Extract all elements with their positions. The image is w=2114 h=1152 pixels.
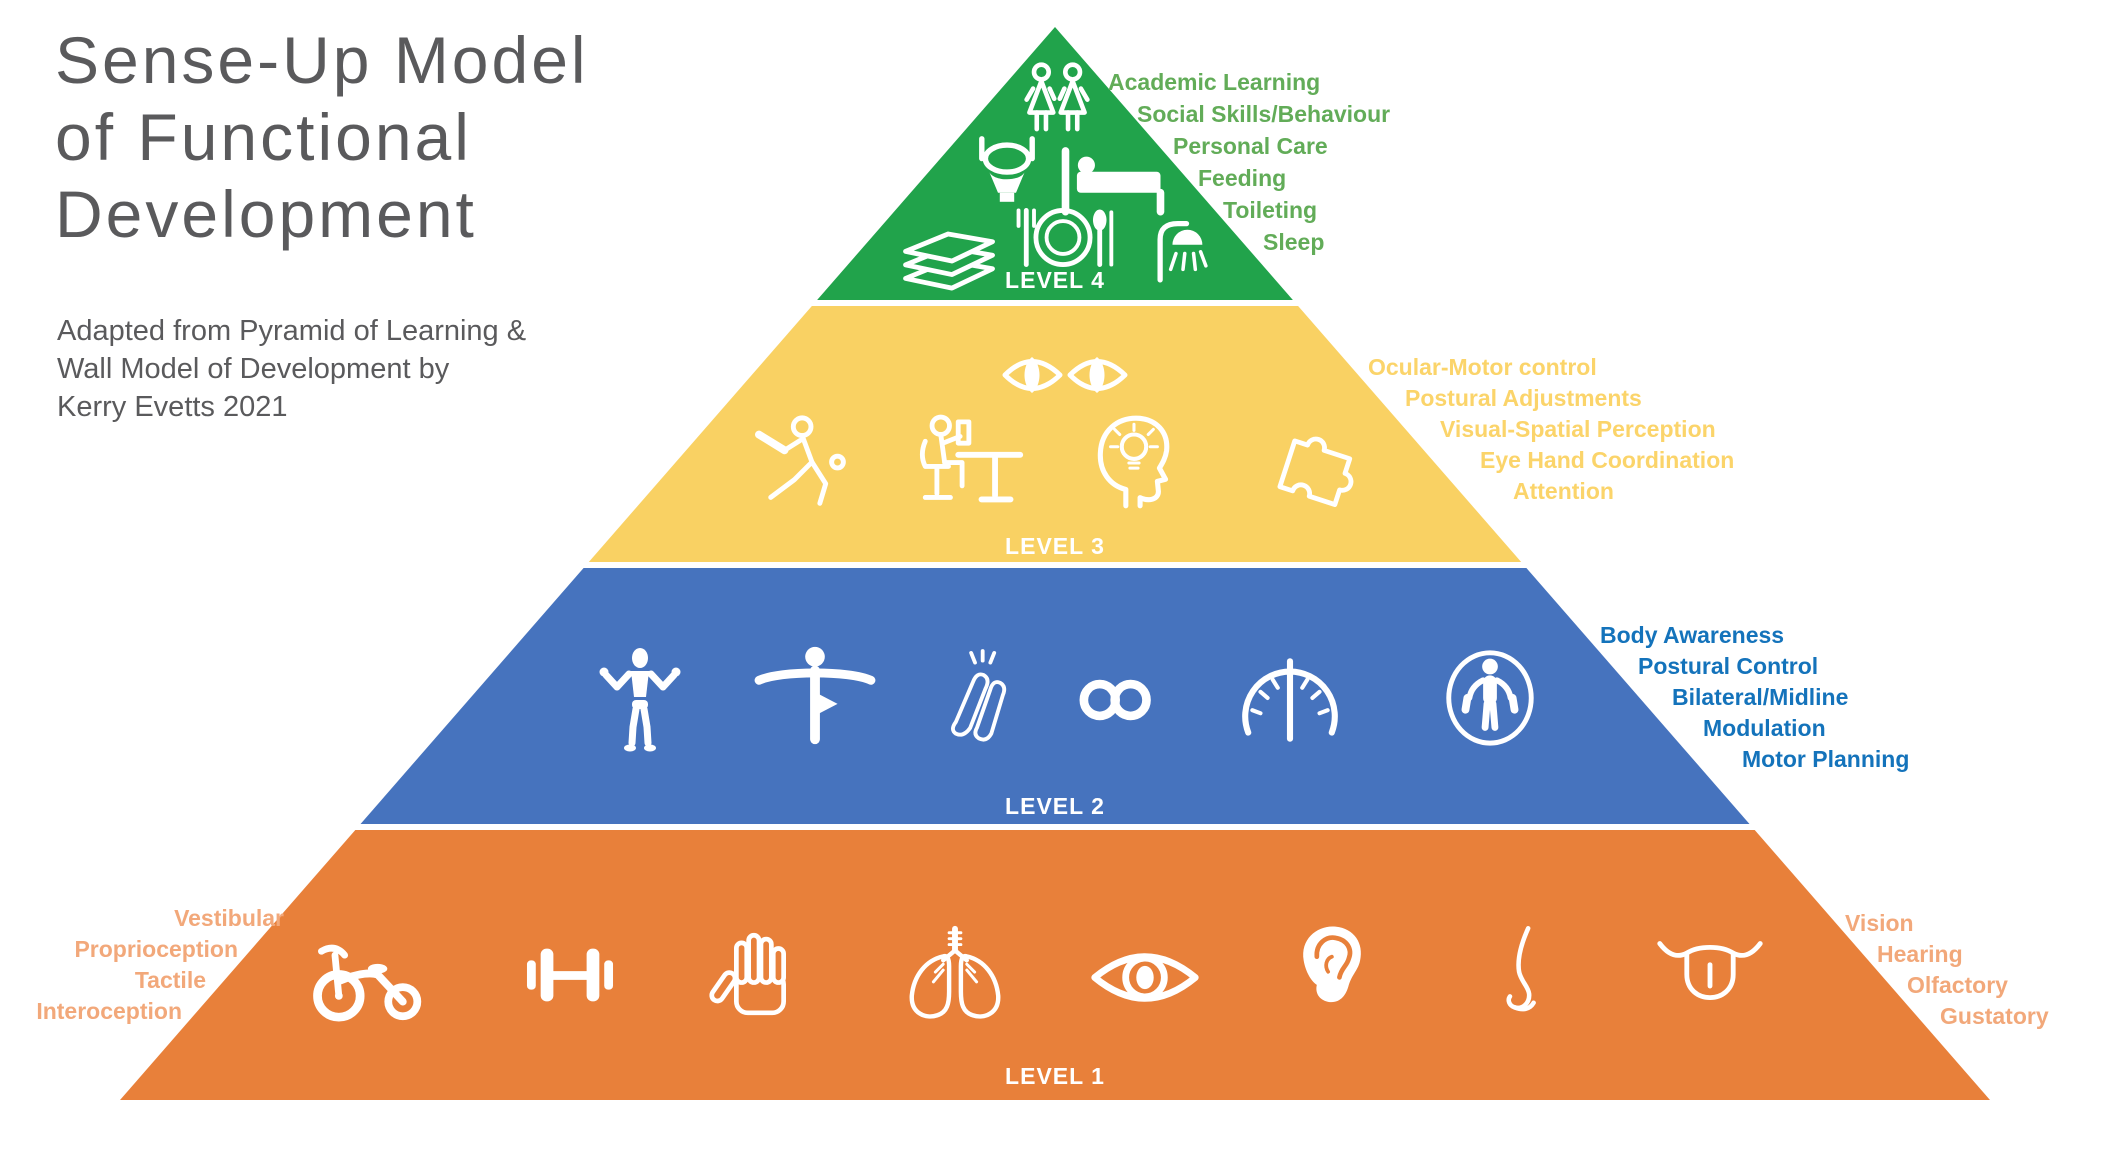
- level4-label: Academic Learning: [1108, 69, 1321, 95]
- page-subtitle: Adapted from Pyramid of Learning & Wall …: [57, 312, 526, 426]
- level1-band: [120, 830, 1990, 1100]
- two-children-icon: [1024, 62, 1090, 132]
- level1-labels-right: Vision Hearing Olfactory Gustatory: [1845, 908, 2049, 1032]
- level1-label: Proprioception: [74, 936, 238, 962]
- level3-label: Visual-Spatial Perception: [1440, 416, 1716, 442]
- ear-icon: [1303, 926, 1361, 1003]
- level2-label: Bilateral/Midline: [1672, 684, 1849, 710]
- level4-label: Feeding: [1198, 165, 1287, 191]
- level2-labels: Body Awareness Postural Control Bilatera…: [1600, 620, 1909, 775]
- yoga-pose-icon: [754, 646, 876, 745]
- level1-label: Vision: [1845, 910, 1914, 936]
- level1-label: Tactile: [134, 967, 206, 993]
- level1-label: Hearing: [1877, 941, 1963, 967]
- infinity-icon: [1079, 679, 1151, 721]
- level4-label: Personal Care: [1173, 133, 1328, 159]
- clapping-hands-icon: [951, 649, 1007, 742]
- lungs-icon: [909, 925, 1001, 1019]
- head-lightbulb-icon: [1097, 415, 1170, 509]
- level4-labels: Academic Learning Social Skills/Behaviou…: [1108, 66, 1390, 258]
- books-icon: [903, 231, 995, 291]
- level3-label: Ocular-Motor control: [1368, 354, 1597, 380]
- level2-tag: LEVEL 2: [1005, 793, 1105, 819]
- level1-label: Vestibular: [174, 905, 284, 931]
- level2-label: Motor Planning: [1742, 746, 1910, 772]
- title-line: of Functional: [55, 100, 472, 174]
- tricycle-icon: [313, 944, 422, 1022]
- child-at-desk-icon: [919, 414, 1024, 503]
- eye-icon: [1091, 953, 1199, 1002]
- level3-labels: Ocular-Motor control Postural Adjustment…: [1368, 352, 1734, 507]
- title-line: Sense-Up Model: [55, 23, 589, 97]
- tongue-icon: [1657, 941, 1763, 1001]
- level4-label: Sleep: [1263, 229, 1325, 255]
- level1-label: Interoception: [36, 998, 182, 1024]
- subtitle-line: Kerry Evetts 2021: [57, 391, 288, 423]
- level4-tag: LEVEL 4: [1005, 267, 1105, 293]
- level1-label: Gustatory: [1940, 1003, 2049, 1029]
- page-title: Sense-Up Model of Functional Development: [55, 22, 589, 253]
- dumbbell-icon: [526, 948, 614, 1002]
- jump-rope-icon: [1446, 650, 1534, 746]
- level3-label: Postural Adjustments: [1405, 385, 1642, 411]
- toilet-icon: [979, 136, 1035, 202]
- level4-label: Social Skills/Behaviour: [1137, 101, 1391, 127]
- bed-icon: [1061, 147, 1165, 216]
- title-line: Development: [55, 177, 477, 251]
- mannequin-icon: [599, 648, 681, 752]
- level1-tag: LEVEL 1: [1005, 1063, 1105, 1089]
- nose-icon: [1506, 925, 1536, 1012]
- level2-label: Body Awareness: [1600, 622, 1785, 648]
- level3-label: Eye Hand Coordination: [1480, 447, 1735, 473]
- hand-icon: [709, 932, 787, 1016]
- level2-label: Postural Control: [1638, 653, 1819, 679]
- level1-labels-left: Vestibular Proprioception Tactile Intero…: [0, 903, 284, 1027]
- level2-label: Modulation: [1703, 715, 1826, 741]
- subtitle-line: Wall Model of Development by: [57, 353, 450, 385]
- shower-icon: [1157, 220, 1208, 283]
- level1-label: Olfactory: [1907, 972, 2008, 998]
- subtitle-line: Adapted from Pyramid of Learning &: [57, 315, 527, 347]
- meal-icon: [1016, 208, 1114, 267]
- level4-label: Toileting: [1223, 197, 1318, 223]
- puzzle-piece-icon: [1277, 436, 1354, 507]
- speedometer-icon: [1242, 658, 1338, 742]
- level3-tag: LEVEL 3: [1005, 533, 1105, 559]
- level3-label: Attention: [1513, 478, 1614, 504]
- eyes-icon: [1002, 357, 1128, 393]
- cricket-batter-icon: [755, 415, 846, 506]
